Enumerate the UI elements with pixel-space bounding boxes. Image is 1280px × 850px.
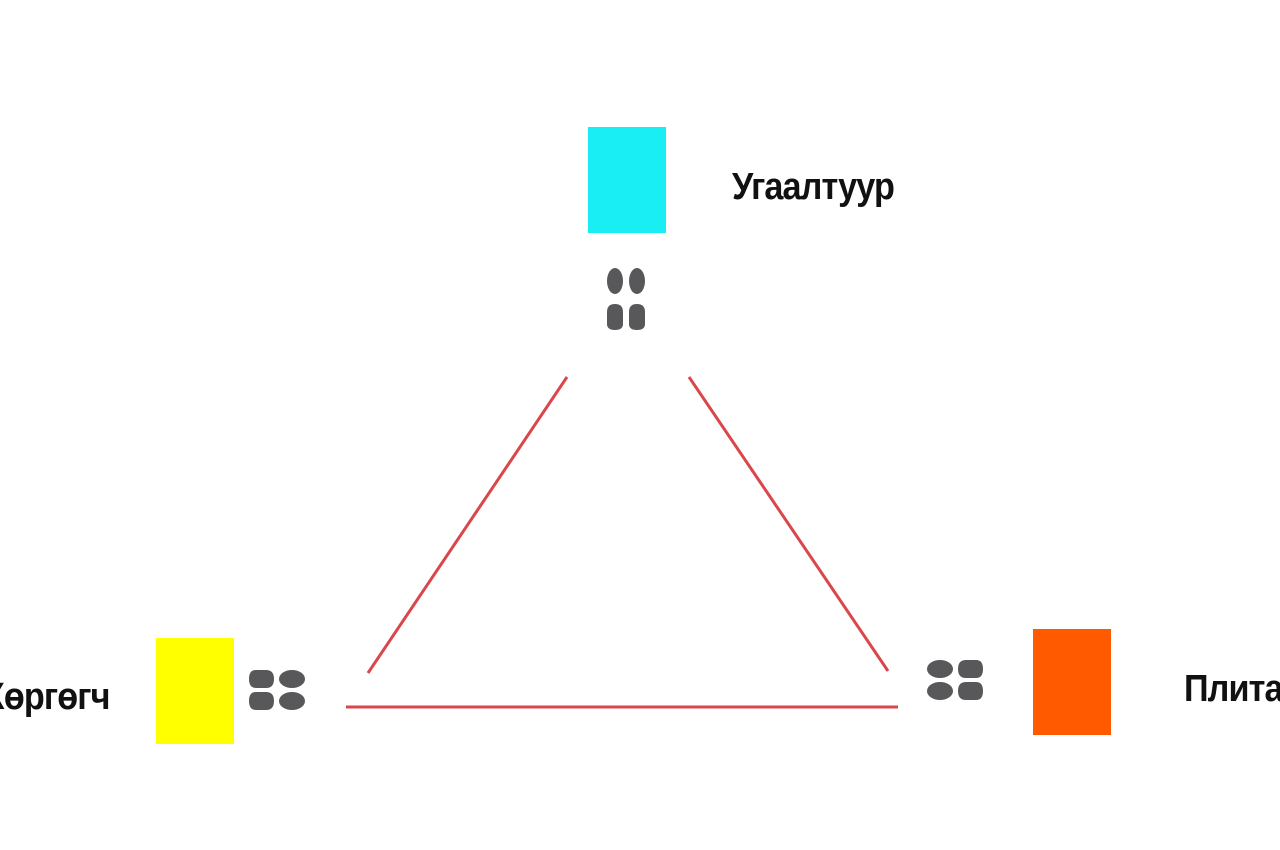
stove-label: Плита: [1184, 668, 1280, 710]
footprints-icon: [607, 268, 645, 330]
sink-box: [588, 127, 666, 233]
fridge-box: [156, 638, 234, 744]
footprints-icon: [927, 660, 983, 700]
footprints-icon: [249, 670, 305, 710]
edge-sink-stove: [687, 376, 890, 672]
stove-box: [1033, 629, 1111, 735]
sink-label: Угаалтуур: [732, 166, 895, 208]
fridge-label: Хөргөгч: [0, 676, 110, 718]
edge-sink-fridge: [366, 376, 569, 674]
